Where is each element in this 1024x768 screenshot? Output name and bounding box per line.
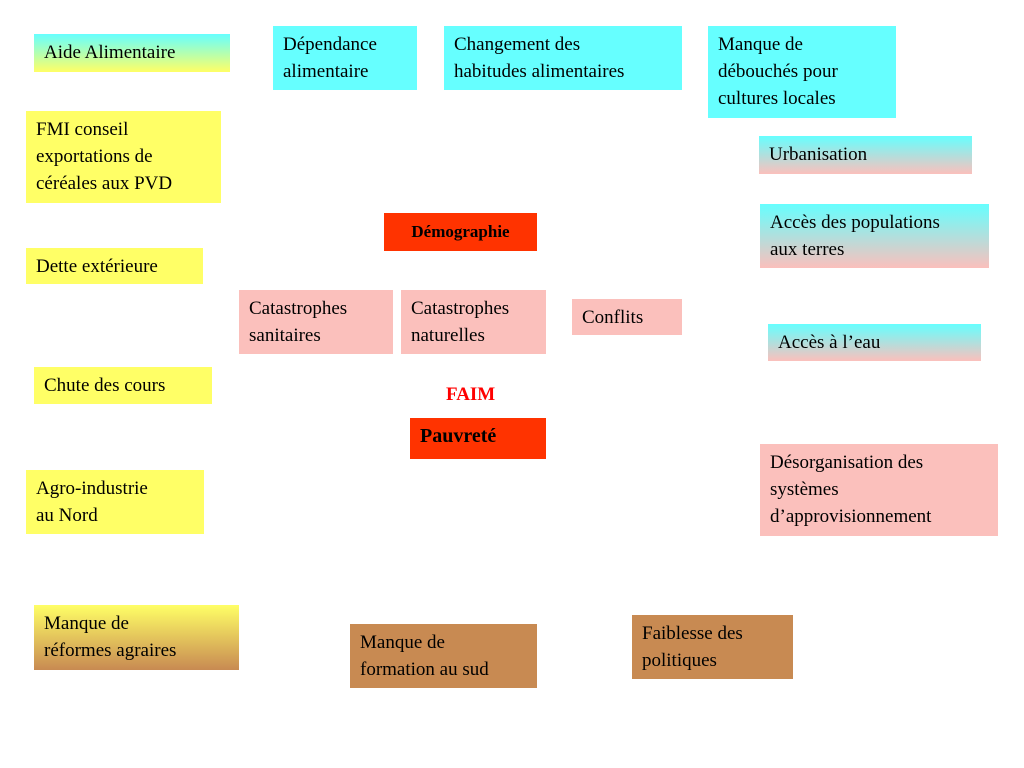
desorganisation-box: Désorganisation des systèmes d’approvisi…	[760, 444, 998, 536]
urbanisation-box: Urbanisation	[759, 136, 972, 174]
catastrophes-naturelles-box: Catastrophes naturelles	[401, 290, 546, 354]
manque-debouches-box: Manque de débouchés pour cultures locale…	[708, 26, 896, 118]
manque-reformes-box: Manque de réformes agraires	[34, 605, 239, 670]
fmi-conseil-box: FMI conseil exportations de céréales aux…	[26, 111, 221, 203]
dependance-alimentaire-box: Dépendance alimentaire	[273, 26, 417, 90]
changement-habitudes-box: Changement des habitudes alimentaires	[444, 26, 682, 90]
faim-label: FAIM	[446, 384, 496, 405]
manque-formation-box: Manque de formation au sud	[350, 624, 537, 688]
dette-exterieure-box: Dette extérieure	[26, 248, 203, 284]
catastrophes-sanitaires-box: Catastrophes sanitaires	[239, 290, 393, 354]
acces-eau-box: Accès à l’eau	[768, 324, 981, 361]
aide-alimentaire-box: Aide Alimentaire	[34, 34, 230, 72]
pauvrete-box: Pauvreté	[410, 418, 546, 459]
conflits-box: Conflits	[572, 299, 682, 335]
demographie-box: Démographie	[384, 213, 537, 251]
acces-terres-box: Accès des populations aux terres	[760, 204, 989, 268]
faiblesse-politiques-box: Faiblesse des politiques	[632, 615, 793, 679]
agro-industrie-box: Agro-industrie au Nord	[26, 470, 204, 534]
chute-cours-box: Chute des cours	[34, 367, 212, 404]
